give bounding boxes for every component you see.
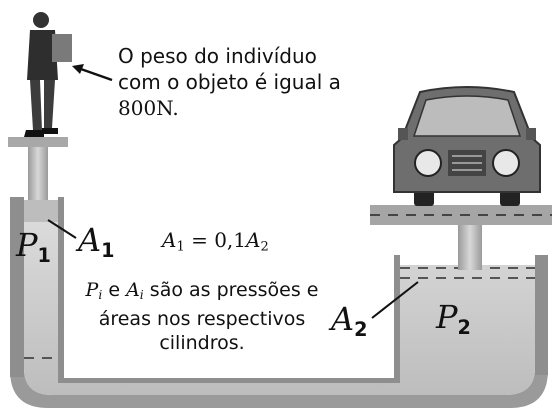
callout-line-3: 800N. — [118, 96, 179, 120]
person-icon — [24, 12, 72, 137]
right-piston — [370, 205, 552, 270]
car-icon — [393, 86, 541, 206]
label-p2: P2 — [436, 298, 471, 339]
u-tube-vessel — [10, 197, 548, 408]
explanation-line-3: cilindros. — [159, 332, 245, 355]
explanation-line-2: áreas nos respectivos — [98, 308, 306, 331]
fluid-level-lines — [24, 267, 535, 359]
label-p1: P1 — [16, 226, 51, 267]
left-piston — [8, 137, 68, 222]
explanation-line-1: Pi e Ai são as pressões e — [85, 279, 319, 303]
label-a1: A1 — [78, 221, 115, 262]
callout-arrow — [72, 64, 113, 82]
label-a2: A2 — [331, 300, 368, 341]
explanation-text: Pi e Ai são as pressões e áreas nos resp… — [72, 278, 332, 355]
area-equation: A1 = 0,1A2 — [162, 228, 269, 255]
callout-line-1: O peso do indivíduo — [118, 44, 317, 68]
leader-lines — [47, 219, 419, 319]
callout-line-2: com o objeto é igual a — [118, 70, 341, 94]
